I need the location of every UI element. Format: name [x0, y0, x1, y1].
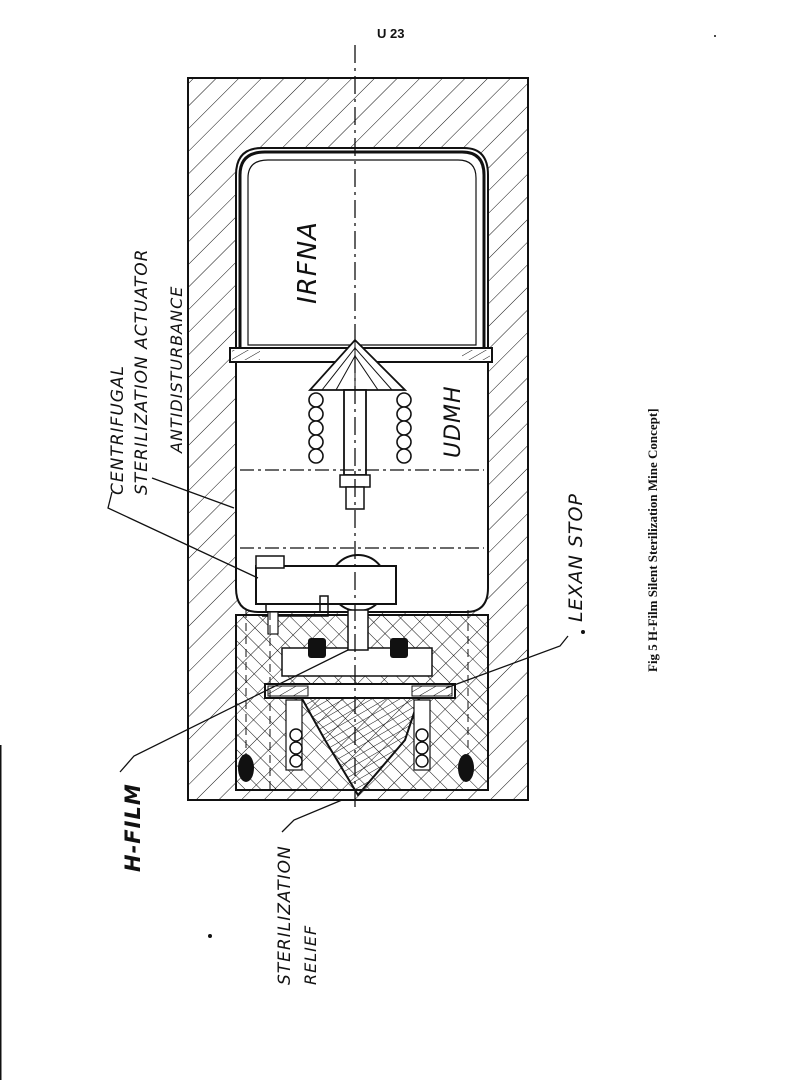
- label-antidisturbance: ANTIDISTURBANCE: [167, 286, 186, 454]
- o-ring-seals: [238, 638, 474, 782]
- guide-lines: [245, 610, 469, 790]
- label-irfna: IRFNA: [293, 221, 323, 304]
- label-sterilization: STERILIZATION: [275, 845, 295, 985]
- label-lexan-stop: LEXAN STOP: [565, 493, 587, 622]
- label-centrifugal: CENTRIFUGAL: [108, 365, 128, 495]
- page-number: U 23: [377, 26, 404, 41]
- label-relief: RELIEF: [301, 925, 320, 985]
- section-lines: [240, 469, 484, 549]
- h-film-diaphragm: [264, 683, 456, 699]
- label-udmh: UDMH: [441, 385, 466, 458]
- irfna-container: [229, 150, 493, 363]
- scan-specks: [208, 35, 716, 938]
- label-sterilization-actuator: STERILIZATION ACTUATOR: [132, 249, 152, 495]
- ball-bearings: [289, 728, 429, 768]
- centrifugal-actuator: [255, 554, 397, 651]
- leader-lines: [107, 477, 569, 833]
- udmh-spring: [308, 392, 412, 464]
- figure-caption: Fig 5 H-Film Silent Sterilization Mine C…: [645, 408, 660, 672]
- label-h-film: H-FILM: [121, 783, 145, 872]
